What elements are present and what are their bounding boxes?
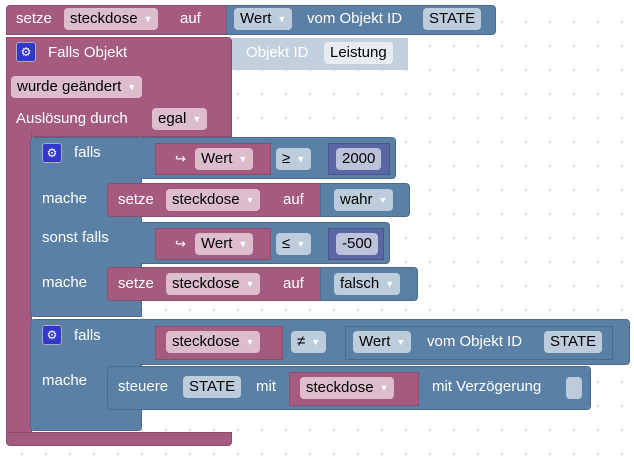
delay-checkbox[interactable] <box>566 377 582 399</box>
do-label: mache <box>42 274 88 291</box>
set-variable-block[interactable] <box>107 183 323 217</box>
chevron-down-icon: ▼ <box>143 14 153 25</box>
chevron-down-icon: ▼ <box>245 195 255 206</box>
trigger-by-dropdown[interactable]: egal▼ <box>152 108 208 130</box>
object-id-label: Objekt ID <box>246 44 309 61</box>
chevron-down-icon: ▼ <box>379 383 389 394</box>
variable-dropdown[interactable]: steckdose▼ <box>166 273 261 295</box>
chevron-down-icon: ▼ <box>396 337 406 348</box>
boolean-dropdown[interactable]: falsch▼ <box>334 273 401 295</box>
gear-icon[interactable]: ⚙ <box>42 143 62 163</box>
chevron-down-icon: ▼ <box>311 337 321 348</box>
trigger-title: Falls Objekt <box>48 44 128 61</box>
object-id-field[interactable]: STATE <box>544 331 603 353</box>
set-variable-block[interactable] <box>107 267 323 301</box>
boolean-dropdown[interactable]: wahr▼ <box>334 189 394 211</box>
chevron-down-icon: ▼ <box>245 279 255 290</box>
trigger-block-bottom <box>6 432 232 446</box>
set-label: setze <box>16 10 52 27</box>
to-label: auf <box>283 191 304 208</box>
value-dropdown[interactable]: Wert▼ <box>353 331 412 353</box>
control-object-id-field[interactable]: STATE <box>183 376 242 398</box>
do-label: mache <box>42 372 88 389</box>
left-dropdown[interactable]: Wert▼ <box>195 233 254 255</box>
chevron-down-icon: ▼ <box>238 239 248 250</box>
if-label: falls <box>74 327 101 344</box>
chevron-down-icon: ▼ <box>127 82 137 93</box>
control-label: steuere <box>118 378 169 395</box>
chevron-down-icon: ▼ <box>277 14 287 25</box>
variable-dropdown[interactable]: steckdose▼ <box>166 189 261 211</box>
gear-icon[interactable]: ⚙ <box>16 42 36 62</box>
to-label: auf <box>283 275 304 292</box>
delay-label: mit Verzögerung <box>432 378 542 395</box>
number-field[interactable]: -500 <box>336 233 379 255</box>
with-label: mit <box>256 378 276 395</box>
condition-dropdown[interactable]: wurde geändert▼ <box>11 76 143 98</box>
left-dropdown[interactable]: Wert▼ <box>195 148 254 170</box>
variable-dropdown[interactable]: steckdose▼ <box>300 377 395 399</box>
arrow-icon: ↪ <box>175 236 186 251</box>
chevron-down-icon: ▼ <box>296 154 306 165</box>
to-label: auf <box>180 10 201 27</box>
set-label: setze <box>118 191 154 208</box>
chevron-down-icon: ▼ <box>385 279 395 290</box>
from-label: vom Objekt ID <box>427 333 523 350</box>
variable-dropdown[interactable]: steckdose▼ <box>166 331 261 353</box>
chevron-down-icon: ▼ <box>192 114 202 125</box>
set-label: setze <box>118 275 154 292</box>
operator-dropdown[interactable]: ≥▼ <box>276 148 312 170</box>
chevron-down-icon: ▼ <box>238 154 248 165</box>
trigger-block-left-bar <box>6 130 32 432</box>
arrow-icon: ↪ <box>175 151 186 166</box>
gear-icon[interactable]: ⚙ <box>42 325 62 345</box>
trigger-object-id-field[interactable]: Leistung <box>324 42 393 64</box>
value-dropdown[interactable]: Wert▼ <box>234 8 293 30</box>
object-id-field[interactable]: STATE <box>423 8 482 30</box>
do-label: mache <box>42 190 88 207</box>
chevron-down-icon: ▼ <box>245 337 255 348</box>
number-field[interactable]: 2000 <box>336 148 382 170</box>
trigger-by-label: Auslösung durch <box>16 110 128 127</box>
operator-dropdown[interactable]: ≤▼ <box>276 233 312 255</box>
variable-dropdown[interactable]: steckdose▼ <box>64 8 159 30</box>
elseif-label: sonst falls <box>42 229 109 246</box>
operator-dropdown[interactable]: ≠▼ <box>291 331 327 353</box>
chevron-down-icon: ▼ <box>296 239 306 250</box>
chevron-down-icon: ▼ <box>378 195 388 206</box>
if-label: falls <box>74 144 101 161</box>
from-label: vom Objekt ID <box>307 10 403 27</box>
